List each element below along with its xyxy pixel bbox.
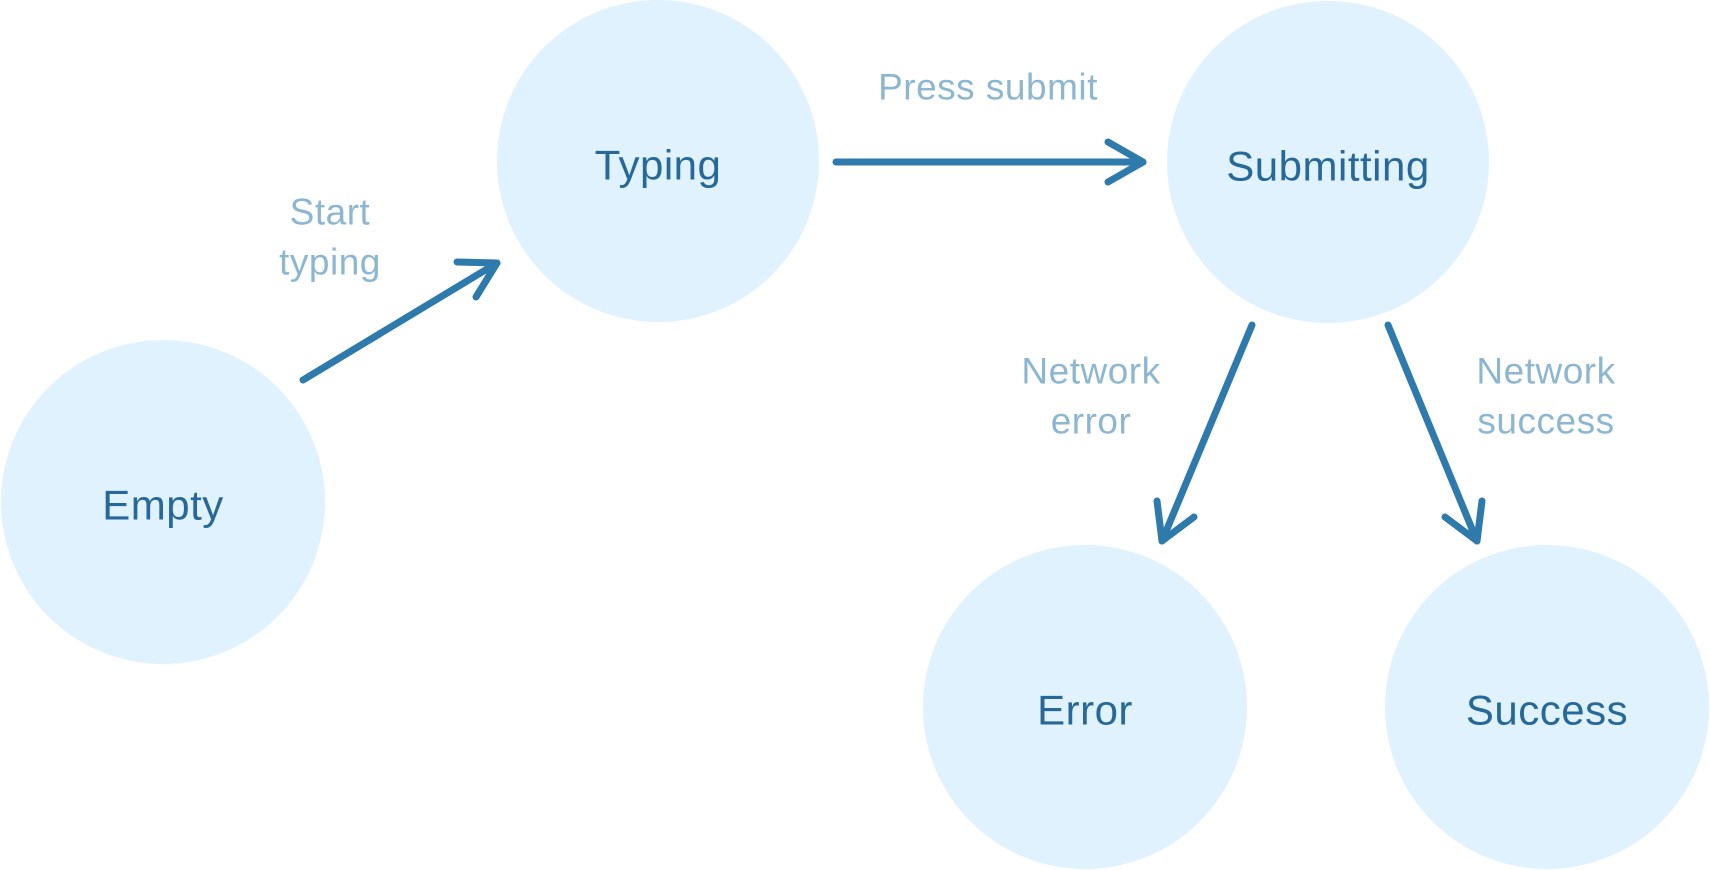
edge-submitting-to-success: Network success xyxy=(1384,321,1615,545)
edge-label-start-typing-line1: Start xyxy=(290,192,371,233)
arrowhead-icon xyxy=(453,258,501,301)
state-node-submitting-label: Submitting xyxy=(1226,143,1429,190)
state-node-typing: Typing xyxy=(497,0,819,322)
arrowhead-icon xyxy=(1441,497,1486,545)
edge-submitting-to-error: Network error xyxy=(1021,321,1256,545)
edge-submitting-error-line xyxy=(1158,321,1256,545)
state-node-error-label: Error xyxy=(1037,687,1133,734)
edge-empty-typing-line xyxy=(299,259,501,384)
state-node-typing-label: Typing xyxy=(595,142,722,189)
state-node-success-circle xyxy=(1385,545,1709,869)
state-node-submitting: Submitting xyxy=(1167,1,1489,323)
edge-label-network-error-line1: Network xyxy=(1021,351,1160,392)
edge-label-network-success-line2: success xyxy=(1477,401,1614,442)
state-node-typing-circle xyxy=(497,0,819,322)
arrowhead-icon xyxy=(1153,497,1198,545)
edge-label-press-submit: Press submit xyxy=(878,67,1098,108)
state-node-error: Error xyxy=(923,545,1247,869)
edge-label-network-success-line1: Network xyxy=(1476,351,1615,392)
edge-submitting-success-line xyxy=(1384,321,1481,545)
arrowhead-icon xyxy=(1104,138,1147,186)
edge-label-start-typing-line2: typing xyxy=(279,242,381,283)
state-node-empty: Empty xyxy=(1,340,325,664)
state-node-success-label: Success xyxy=(1466,687,1628,734)
edge-empty-to-typing: Start typing xyxy=(279,192,501,384)
state-node-empty-label: Empty xyxy=(102,482,224,529)
edge-label-network-error-line2: error xyxy=(1051,401,1132,442)
edge-typing-to-submitting: Press submit xyxy=(832,67,1147,186)
state-node-error-circle xyxy=(923,545,1247,869)
state-node-success: Success xyxy=(1385,545,1709,869)
state-node-submitting-circle xyxy=(1167,1,1489,323)
state-node-empty-circle xyxy=(1,340,325,664)
